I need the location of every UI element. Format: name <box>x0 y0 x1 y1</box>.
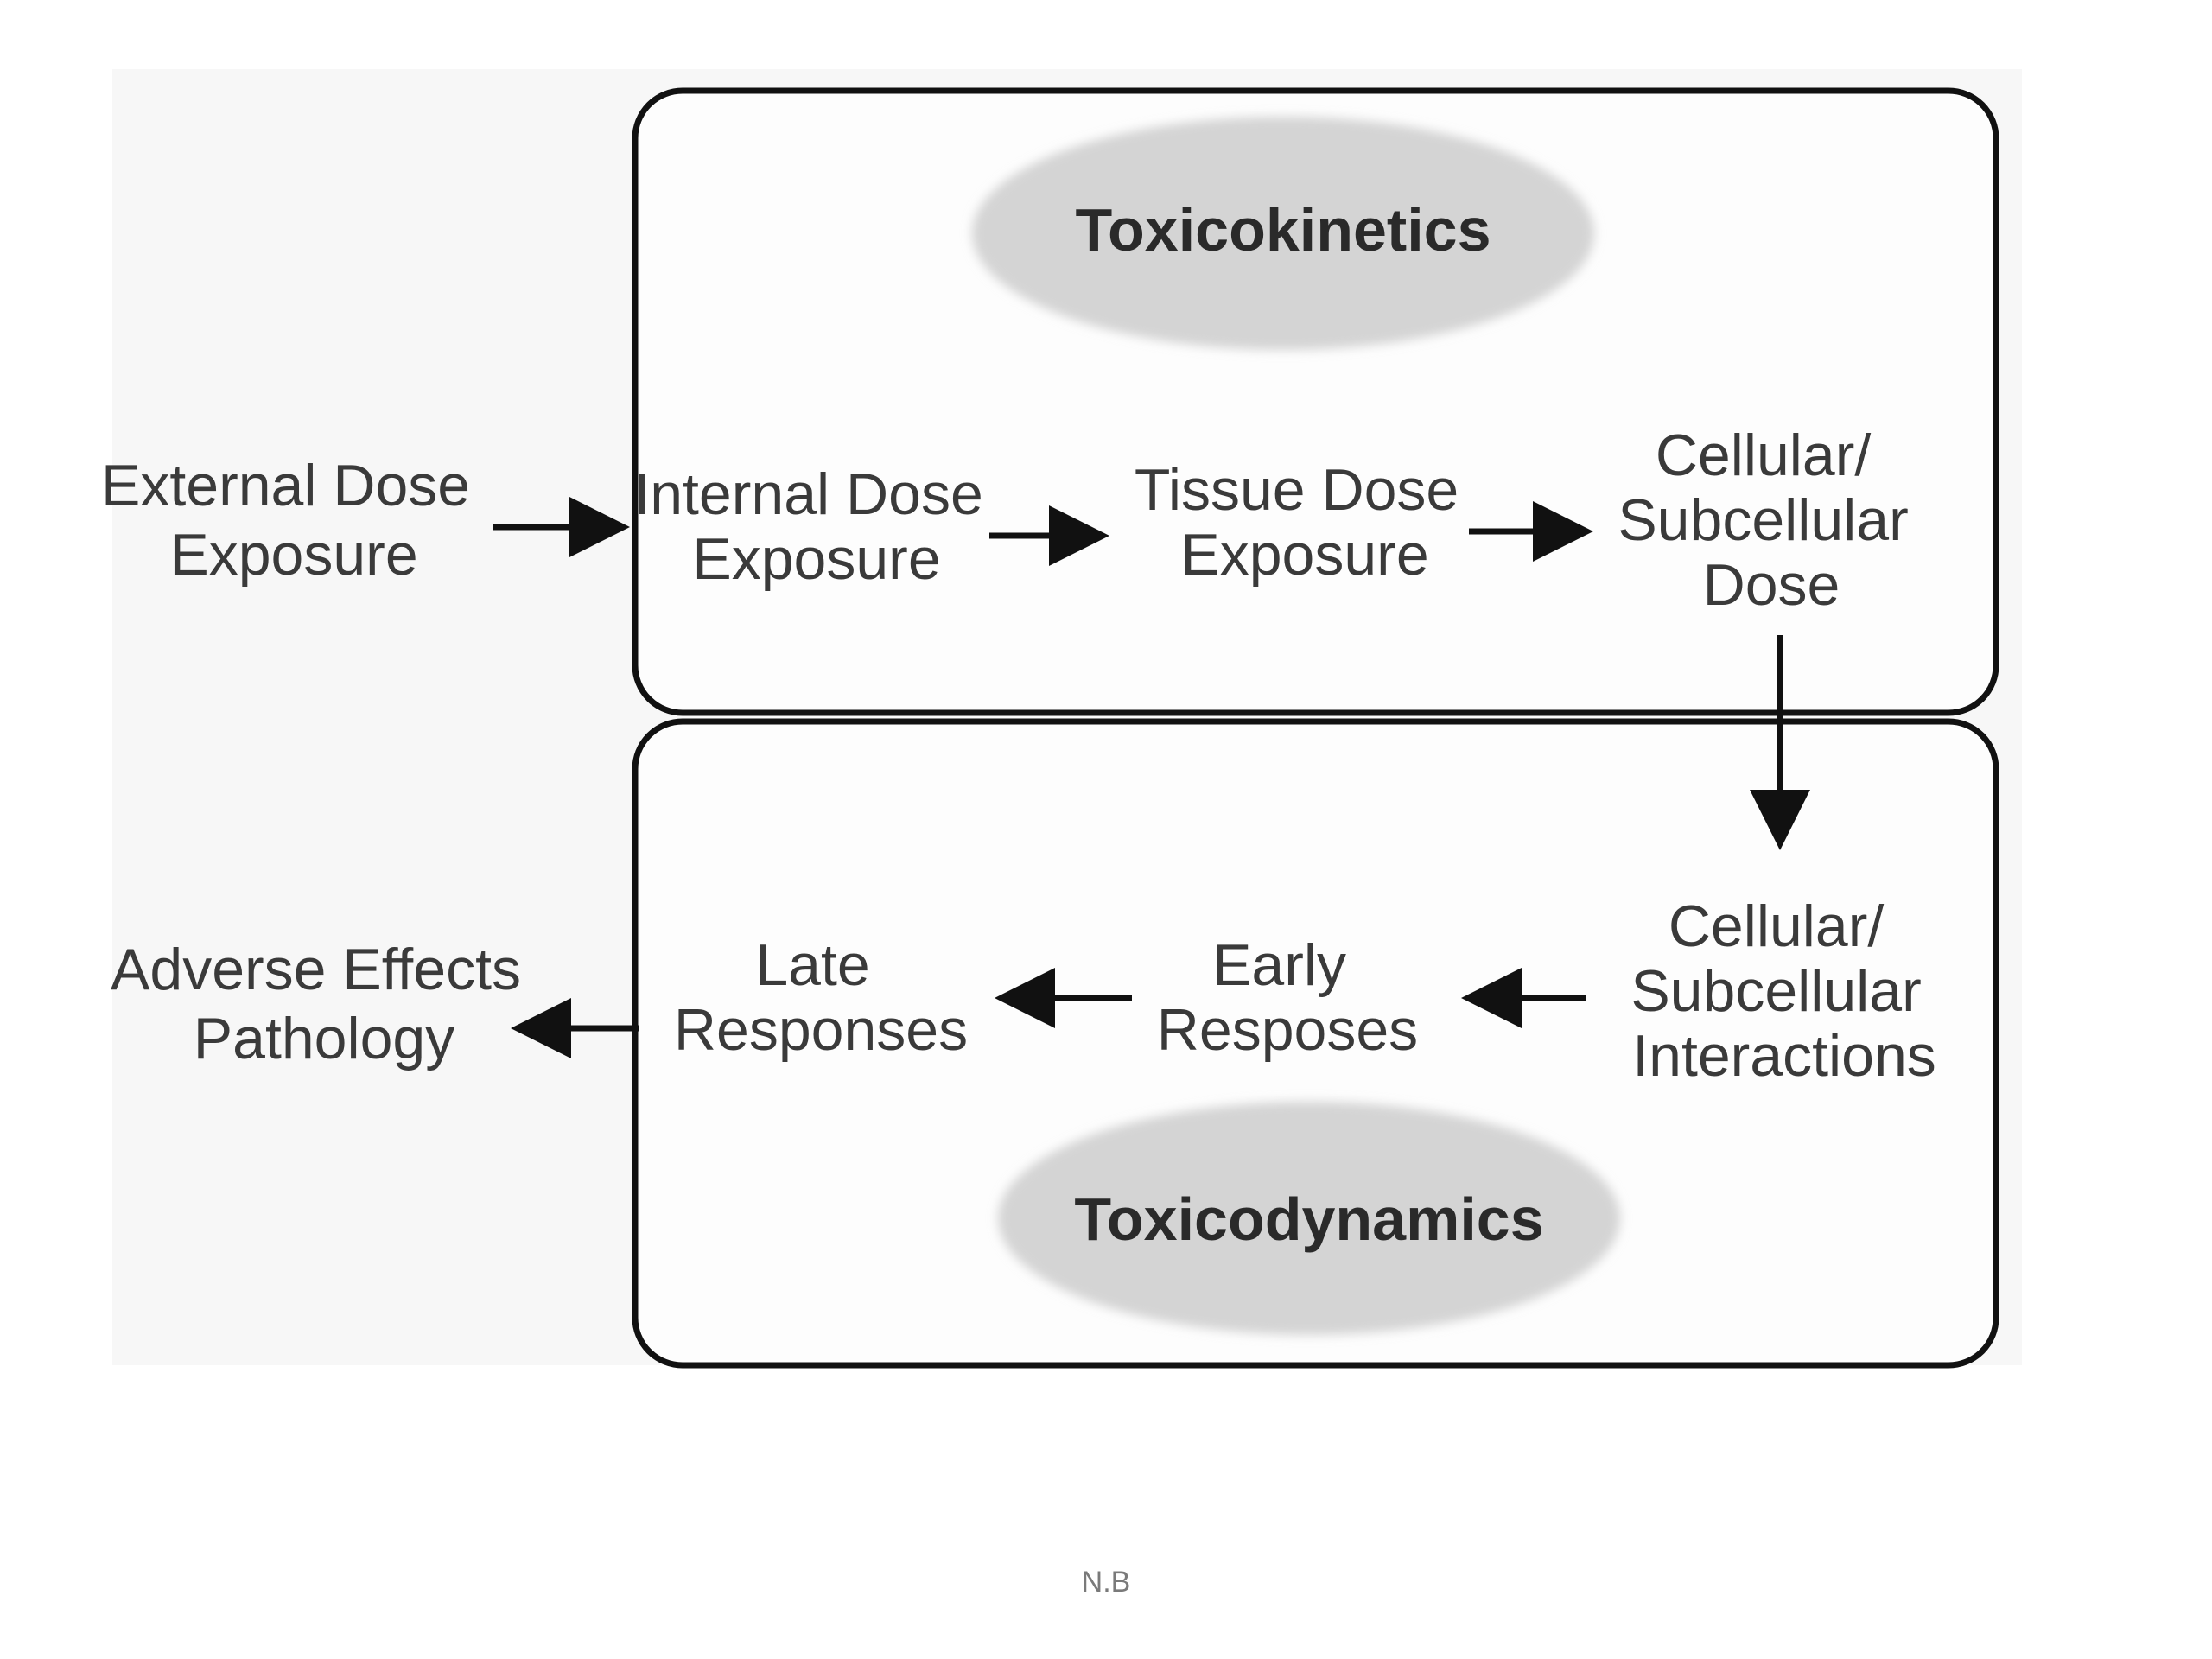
toxicokinetics-title: Toxicokinetics <box>1075 196 1491 264</box>
tissue-dose-label: Tissue Dose Exposure <box>1135 457 1475 588</box>
late-responses-label: Late Responses <box>674 932 968 1063</box>
toxicokinetics-ellipse <box>972 117 1594 350</box>
adverse-effects-label: Adverse Effects Pathology <box>111 937 537 1071</box>
toxicodynamics-box <box>632 718 1999 1369</box>
cellular-interactions-label: Cellular/ Subcellular Interactions <box>1630 893 1937 1089</box>
early-responses-label: Early Resposes <box>1157 932 1418 1063</box>
toxicodynamics-title: Toxicodynamics <box>1074 1185 1543 1253</box>
internal-dose-label: Internal Dose Exposure <box>633 461 999 592</box>
external-dose-label: External Dose Exposure <box>101 453 486 588</box>
footer-initials: N.B <box>1081 1566 1131 1599</box>
cellular-dose-label: Cellular/ Subcellular Dose <box>1618 423 1924 618</box>
toxicodynamics-ellipse <box>998 1102 1620 1335</box>
